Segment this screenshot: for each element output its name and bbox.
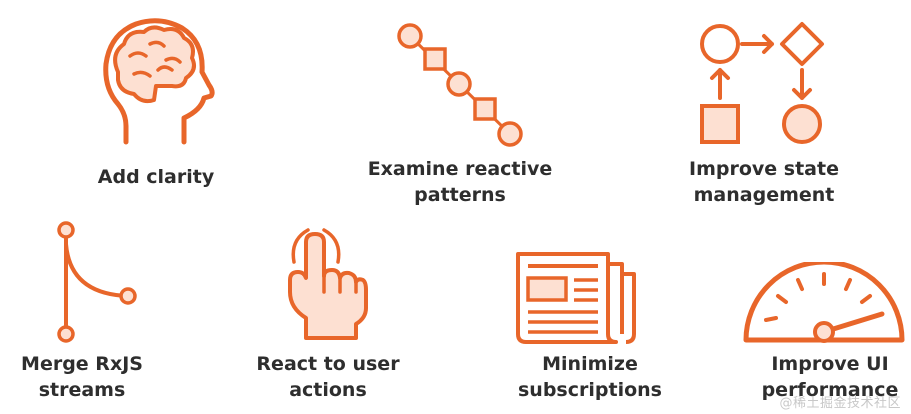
- label-react-to-user-actions: React to user actions: [256, 353, 400, 401]
- state-flow-icon: [700, 22, 824, 144]
- label-add-clarity: Add clarity: [97, 166, 215, 188]
- label-improve-state-management: Improve state management: [689, 158, 839, 206]
- label-merge-rxjs-streams: Merge RxJS streams: [21, 353, 143, 401]
- label-examine-reactive-patterns: Examine reactive patterns: [367, 158, 553, 206]
- newspaper-icon: [516, 252, 636, 344]
- merge-streams-icon: [57, 221, 137, 343]
- brain-head-icon: [103, 18, 215, 145]
- label-minimize-subscriptions: Minimize subscriptions: [518, 353, 662, 401]
- speedometer-icon: [743, 262, 905, 343]
- reactive-patterns-icon: [397, 23, 523, 147]
- watermark: @稀土掘金技术社区: [779, 396, 901, 411]
- label-improve-ui-performance: Improve UI performance: [761, 353, 899, 401]
- pointing-hand-icon: [288, 228, 368, 340]
